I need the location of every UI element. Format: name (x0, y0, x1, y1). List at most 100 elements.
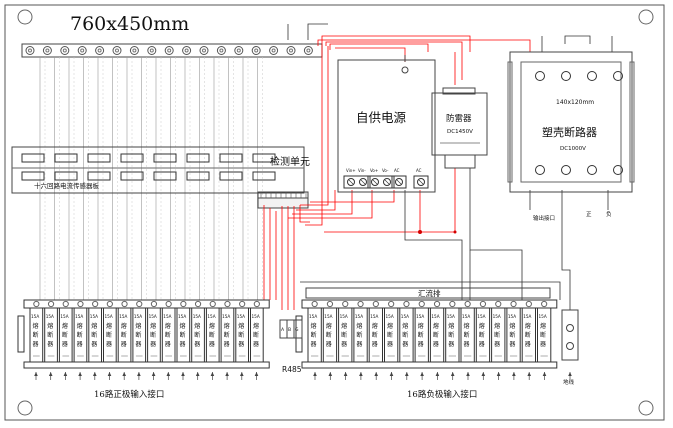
fuse-holder (29, 307, 44, 363)
input-arrowhead (568, 372, 572, 376)
power-terminal-block (391, 175, 407, 189)
fuse-name-char: 器 (341, 341, 347, 348)
power-terminal-label: Vo- (382, 168, 389, 173)
fuse-rating: 15A (75, 314, 83, 319)
fuse-name-char: 熔 (540, 322, 546, 330)
fuse-name-char: 断 (540, 331, 546, 339)
fuse-top-screw (372, 300, 379, 308)
top-terminal (182, 46, 192, 55)
panel-size-title: 760x450mm (70, 13, 189, 35)
input-arrowhead (374, 372, 378, 376)
breaker-size-label: 140x120mm (556, 99, 594, 106)
sensor-slot (186, 153, 210, 163)
fuse-end-stop (295, 315, 303, 353)
power-terminal-screw (359, 178, 367, 186)
fuse-name-char: 熔 (238, 322, 244, 330)
input-arrowhead (210, 372, 215, 376)
fuse-name-char: 器 (47, 341, 53, 348)
fuse-name-char: 断 (106, 331, 112, 339)
fuse-holder (429, 307, 445, 363)
top-terminal-screw (202, 48, 206, 53)
breaker-positive-label: 正 (586, 211, 592, 218)
fuse-name-char: 器 (62, 341, 68, 348)
sensor-slot (252, 171, 276, 181)
fuse-top-screw (464, 300, 471, 308)
top-terminal (234, 46, 244, 55)
top-terminal (60, 46, 70, 55)
fuse-holder (537, 307, 552, 363)
fuse-rating: 15A (90, 314, 98, 319)
input-arrowhead (450, 372, 455, 376)
input-arrowhead (63, 372, 68, 376)
fuse-holder (132, 307, 147, 363)
fuse-name-char: 熔 (150, 322, 156, 330)
fuse-top-screw (136, 300, 143, 308)
fuse-rating: 15A (178, 314, 186, 319)
fuse-name-char: 熔 (253, 322, 259, 330)
fuse-name-char: 熔 (509, 322, 515, 330)
power-terminal-block (343, 175, 371, 189)
fuse-rating: 15A (523, 314, 531, 319)
fuse-holder (191, 307, 205, 363)
top-terminal (147, 46, 157, 55)
input-arrowhead (359, 372, 363, 376)
fuse-holder (161, 307, 176, 363)
screw-slot (418, 179, 424, 185)
top-terminal (77, 46, 87, 55)
sensor-slot (120, 153, 144, 163)
input-arrowhead (137, 372, 141, 376)
fuse-name-char: 熔 (209, 322, 215, 330)
fuse-rating: 15A (416, 314, 424, 319)
busbar: 汇流排 (305, 287, 551, 299)
detection-unit-connector (257, 191, 309, 209)
fuse-rating: 15A (477, 314, 485, 319)
power-terminal-screw (347, 178, 355, 186)
fuse-name-char: 器 (311, 341, 317, 348)
fuse-name-char: 断 (433, 331, 439, 339)
power-terminal-screw (383, 178, 391, 186)
fuse-top-screw (47, 300, 55, 308)
fuse-top-screw (510, 300, 517, 308)
fuse-name-char: 器 (224, 341, 230, 348)
input-arrowhead (122, 372, 126, 376)
fuse-rating: 15A (149, 314, 157, 319)
mounting-hole (17, 400, 33, 416)
fuse-name-char: 断 (135, 331, 141, 339)
fuse-rating: 15A (431, 314, 439, 319)
fuse-name-char: 熔 (91, 322, 97, 330)
fuse-name-char: 断 (209, 331, 215, 339)
fuse-name-char: 熔 (464, 322, 470, 330)
fuse-name-char: 熔 (47, 322, 53, 330)
screw-slot (348, 179, 354, 185)
rs485-pin-a: A (281, 327, 285, 333)
fuse-rating: 15A (386, 314, 394, 319)
fuse-name-char: 断 (62, 331, 68, 339)
fuse-holder (491, 307, 506, 363)
fuse-rating: 15A (31, 314, 39, 319)
fuse-holder (73, 307, 88, 363)
fuse-name-char: 器 (33, 341, 39, 348)
fuse-name-char: 器 (525, 341, 531, 348)
fuse-name-char: 熔 (479, 322, 485, 330)
negative-input-label: 16路负极输入接口 (407, 389, 477, 400)
top-terminal-screw (132, 48, 137, 53)
fuse-top-screw (92, 300, 99, 308)
fuse-name-char: 器 (106, 341, 112, 348)
breaker-terminal (613, 165, 623, 175)
power-supply-top-terminal (401, 66, 409, 74)
fuse-rating: 15A (105, 314, 113, 319)
fuse-name-char: 断 (33, 331, 39, 339)
negative-fuse-rail: 15A熔断器15A熔断器15A熔断器15A熔断器15A熔断器15A熔断器15A熔… (295, 299, 558, 369)
fuse-name-char: 断 (418, 331, 424, 339)
input-arrowhead (151, 372, 156, 376)
fuse-holder (235, 307, 250, 363)
fuse-name-char: 断 (341, 331, 347, 339)
mounting-hole (638, 9, 654, 25)
top-terminal-screw (289, 48, 293, 53)
fuse-name-char: 断 (253, 331, 259, 339)
ground-screw (566, 324, 574, 332)
fuse-top-screw (495, 300, 502, 308)
fuse-top-screw (194, 300, 202, 308)
fuse-holder (88, 307, 103, 363)
output-label: 输出接口 (533, 214, 555, 222)
